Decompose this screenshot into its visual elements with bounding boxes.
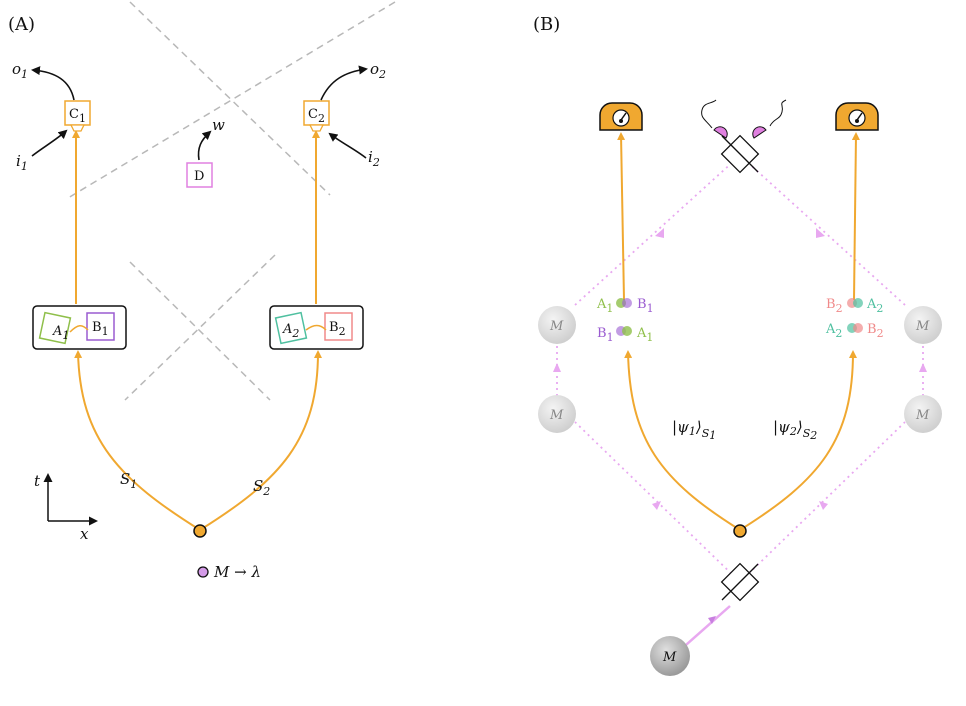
svg-text:M: M xyxy=(549,319,564,334)
svg-text:B2: B2 xyxy=(826,297,843,315)
beam-arrowheads xyxy=(553,228,927,510)
detector-d: D xyxy=(186,162,213,188)
detector-c1: C1 xyxy=(64,100,91,132)
lab-box-1: A1 B1 xyxy=(32,305,127,350)
legend-text: M → λ xyxy=(213,563,261,581)
panel-a: (A) A1 B1 xyxy=(8,1,396,581)
lab-box-2: A2 B2 xyxy=(269,305,364,350)
particle-paths xyxy=(72,130,322,531)
source-dot xyxy=(193,524,207,538)
pair-right-1: B2 A2 xyxy=(826,297,883,315)
meter-right xyxy=(835,102,879,131)
lab-a2-label: A2 xyxy=(282,322,299,340)
legend: M → λ xyxy=(197,563,261,581)
path-s1-label: S1 xyxy=(120,470,137,491)
svg-text:B2: B2 xyxy=(867,322,884,340)
panel-a-label: (A) xyxy=(8,14,35,35)
lab-a1-box xyxy=(38,311,72,345)
splitter-detector-left xyxy=(701,99,728,139)
meter-left xyxy=(599,102,643,131)
incoming-beam xyxy=(677,605,731,653)
svg-text:B1: B1 xyxy=(597,326,614,344)
c2-input-label: i2 xyxy=(368,148,380,169)
beam-paths xyxy=(556,159,924,583)
c1-input-arrow xyxy=(31,129,68,157)
svg-text:M: M xyxy=(549,408,564,423)
path-s2-label: S2 xyxy=(253,477,270,498)
incoming-beam-arrow xyxy=(708,616,716,624)
c1-output-arrow xyxy=(31,66,75,101)
splitter-detector-right xyxy=(752,99,787,139)
svg-text:M: M xyxy=(915,408,930,423)
particle-paths-b xyxy=(617,132,860,531)
axis-t-label: t xyxy=(34,472,41,490)
pair-right-2: A2 B2 xyxy=(825,322,884,340)
svg-text:M: M xyxy=(662,650,677,665)
lab-a1-label: A1 xyxy=(52,324,69,342)
moon-left-upper: M xyxy=(538,306,576,344)
moon-left-lower: M xyxy=(538,395,576,433)
c1-output-label: o1 xyxy=(12,60,28,81)
svg-text:A1: A1 xyxy=(596,297,613,315)
pair-left-1: A1 B1 xyxy=(596,297,654,315)
svg-text:A2: A2 xyxy=(825,322,842,340)
panel-b: (B) xyxy=(533,14,942,676)
c2-output-arrow xyxy=(320,65,368,101)
moon-right-upper: M xyxy=(904,306,942,344)
c2-input-arrow xyxy=(328,132,367,159)
svg-text:M: M xyxy=(915,319,930,334)
svg-text:B1: B1 xyxy=(637,297,654,315)
light-cone-lines xyxy=(67,1,396,401)
moon-right-lower: M xyxy=(904,395,942,433)
svg-text:A2: A2 xyxy=(866,297,883,315)
detector-c2: C2 xyxy=(303,100,330,132)
lab-a2-box xyxy=(274,311,308,345)
lab-b1-label: B1 xyxy=(92,320,109,338)
lab-b2-box xyxy=(324,312,353,341)
axis-x-label: x xyxy=(80,525,89,543)
source-dot-b xyxy=(733,524,747,538)
c2-label: C2 xyxy=(308,107,325,125)
c2-output-label: o2 xyxy=(370,60,386,81)
top-beam-splitter xyxy=(720,134,760,174)
d-output-arrow xyxy=(197,130,212,161)
panel-b-label: (B) xyxy=(533,14,560,35)
svg-text:A1: A1 xyxy=(636,326,653,344)
state-psi1: |ψ1⟩S1 xyxy=(672,418,716,442)
moon-source: M xyxy=(650,636,690,676)
bottom-beam-splitter xyxy=(720,562,760,602)
state-psi2: |ψ2⟩S2 xyxy=(773,418,817,442)
pair-left-2: B1 A1 xyxy=(597,326,653,344)
axes: t x xyxy=(34,472,98,543)
lab-b2-label: B2 xyxy=(329,320,346,338)
c1-input-label: i1 xyxy=(16,152,28,173)
d-label: D xyxy=(194,169,204,184)
lab-b1-box xyxy=(86,312,115,341)
d-output-label: w xyxy=(212,116,225,134)
c1-label: C1 xyxy=(69,107,86,125)
